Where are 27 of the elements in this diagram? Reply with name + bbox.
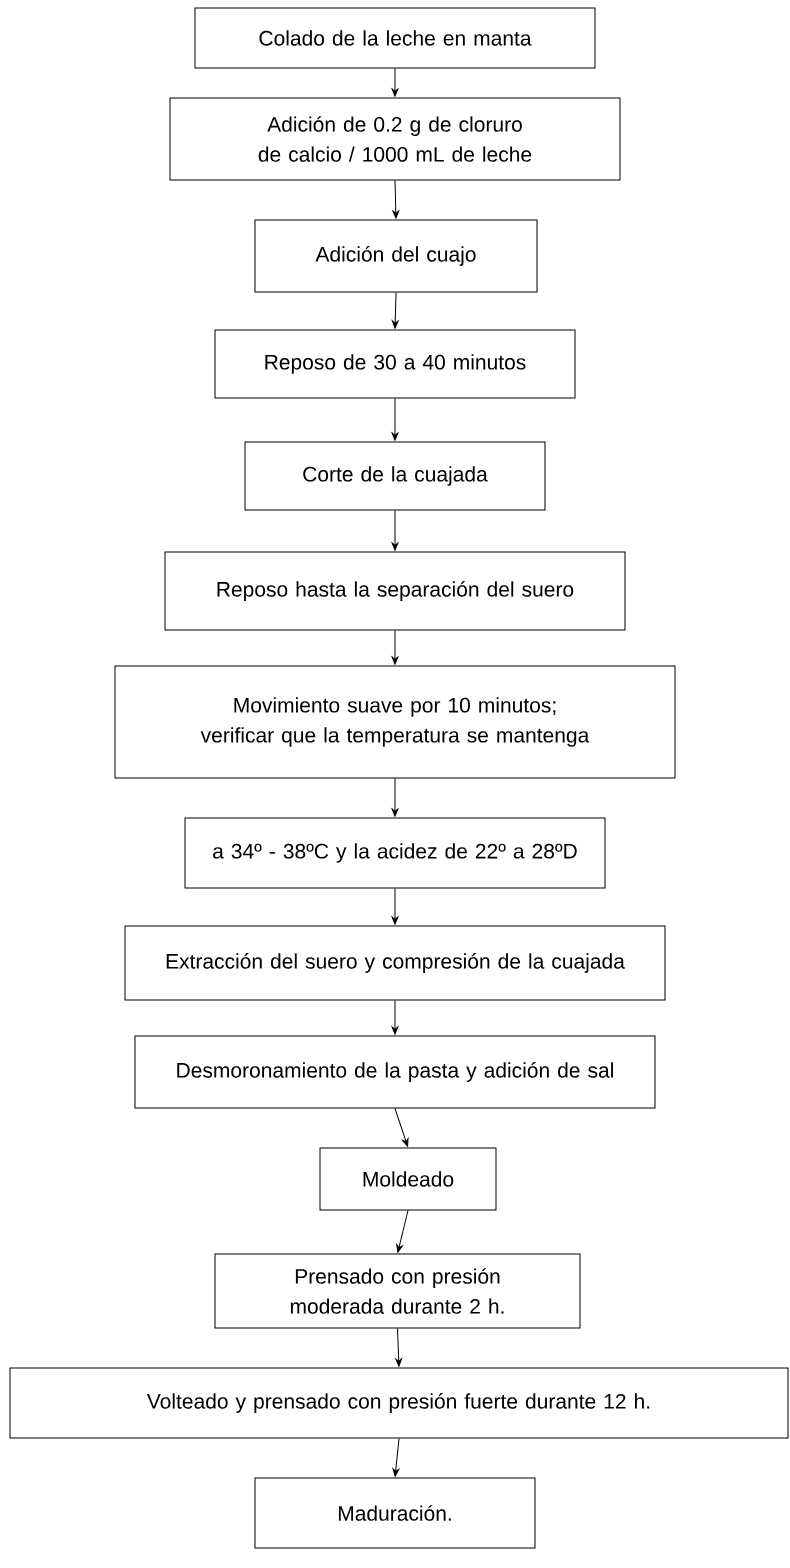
process-box: Desmoronamiento de la pasta y adición de sal xyxy=(134,1035,656,1109)
process-box: Adición de 0.2 g de cloruro de calcio / 1000 mL de leche xyxy=(169,97,621,181)
process-box: Extracción del suero y compresión de la cuajada xyxy=(124,925,666,1001)
process-box: a 34º - 38ºC y la acidez de 22º a 28ºD xyxy=(184,817,606,889)
arrow xyxy=(391,510,399,551)
arrow xyxy=(391,398,399,441)
process-box: Corte de la cuajada xyxy=(244,441,546,511)
process-box: Volteado y prensado con presión fuerte durante 12 h. xyxy=(9,1367,789,1439)
process-box: Reposo de 30 a 40 minutos xyxy=(214,329,576,399)
arrow xyxy=(391,888,399,925)
arrow xyxy=(392,1438,400,1477)
arrow xyxy=(391,778,399,817)
process-box: Reposo hasta la separación del suero xyxy=(164,551,626,631)
arrow xyxy=(391,1000,399,1035)
process-box: Maduración. xyxy=(254,1477,536,1549)
arrow xyxy=(395,1328,403,1367)
process-box: Adición del cuajo xyxy=(254,219,538,293)
process-box: Moldeado xyxy=(319,1147,497,1211)
arrow xyxy=(396,1210,409,1253)
arrow xyxy=(391,630,399,665)
process-box: Colado de la leche en manta xyxy=(194,7,596,69)
arrow xyxy=(392,180,400,219)
arrow xyxy=(391,292,399,329)
process-box: Movimiento suave por 10 minutos; verificar que la temperatura se mantenga xyxy=(114,665,676,779)
process-box: Prensado con presión moderada durante 2 h. xyxy=(214,1253,581,1329)
arrow xyxy=(391,68,399,97)
arrow xyxy=(394,1108,409,1147)
